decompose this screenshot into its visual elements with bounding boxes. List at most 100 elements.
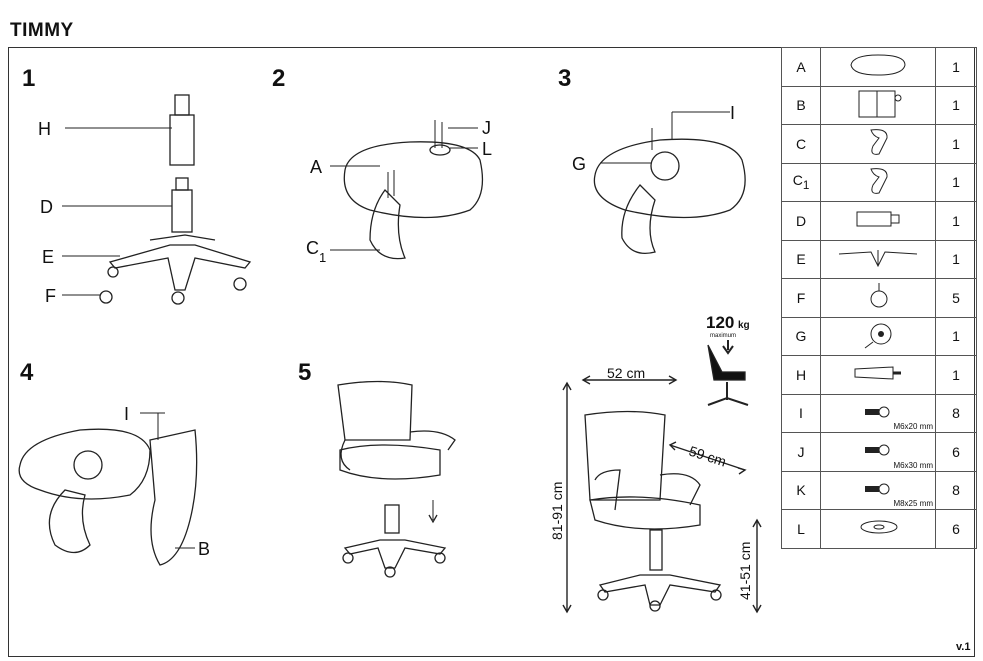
svg-text:120: 120 [706, 313, 734, 332]
part-letter-text: H [795, 366, 807, 383]
part-letter-text: L [797, 520, 805, 537]
part-letter: I [781, 393, 821, 433]
part-image [820, 201, 936, 241]
part-letter: G [781, 316, 821, 356]
label-j: J [482, 118, 491, 138]
part-image [820, 316, 936, 356]
part-image [820, 278, 936, 318]
part-letter-text: C [795, 135, 807, 152]
base-icon [833, 249, 923, 275]
part-letter-text: F [796, 289, 806, 306]
backrest-icon [843, 90, 913, 123]
dimensions-diagram: 52 cm 59 cm 81-91 cm 41-51 cm 120 kg max… [549, 313, 762, 614]
part-image [820, 124, 936, 164]
part-image [820, 239, 936, 279]
part-letter-sub: 1 [802, 179, 810, 193]
label-b: B [198, 539, 210, 559]
part-letter: L [781, 509, 821, 549]
part-letter-text: I [799, 405, 803, 422]
part-quantity: 1 [935, 124, 977, 164]
washer-icon [843, 520, 913, 540]
seat-illustration [343, 141, 484, 219]
step-5: 5 [298, 359, 456, 578]
seat-icon [843, 54, 913, 82]
seat-height-dimension: 41-51 cm [737, 542, 753, 600]
step-2: 2 J L A C1 [272, 65, 492, 265]
step-1: 1 H D E F [22, 65, 252, 306]
part-quantity: 1 [935, 162, 977, 202]
part-image: M6x30 mm [820, 432, 936, 472]
bolt-icon [843, 483, 913, 502]
step-number: 1 [22, 65, 35, 92]
part-letter: H [781, 355, 821, 395]
backrest-illustration [149, 429, 198, 566]
label-h: H [38, 119, 51, 139]
cover-icon [843, 366, 913, 386]
part-size: M6x30 mm [893, 460, 933, 470]
part-letter: B [781, 85, 821, 125]
label-d: D [40, 197, 53, 217]
gas-lift-cover-illustration [169, 94, 195, 233]
max-load-badge: 120 kg maximum [706, 313, 750, 406]
product-title: TIMMY [10, 20, 74, 41]
step-number: 5 [298, 359, 311, 386]
part-letter: C [781, 124, 821, 164]
part-letter: D [781, 201, 821, 241]
part-image: M8x25 mm [820, 470, 936, 510]
part-letter-text: A [796, 58, 806, 75]
part-letter: E [781, 239, 821, 279]
armrest-icon [843, 129, 913, 161]
label-l: L [482, 139, 492, 159]
part-letter-text: K [796, 482, 806, 499]
part-quantity: 5 [935, 278, 977, 318]
svg-text:kg: kg [738, 320, 750, 331]
part-quantity: 1 [935, 85, 977, 125]
part-image [820, 162, 936, 202]
part-quantity: 1 [935, 355, 977, 395]
part-quantity: 1 [935, 47, 977, 87]
part-quantity: 8 [935, 470, 977, 510]
label-c1: C1 [306, 238, 326, 265]
armrest-icon [843, 167, 913, 200]
part-letter: F [781, 278, 821, 318]
part-letter-text: B [796, 97, 806, 114]
part-size: M6x20 mm [893, 422, 933, 431]
part-size: M8x25 mm [893, 499, 933, 508]
part-letter: A [781, 47, 821, 87]
label-a: A [310, 157, 322, 177]
part-image [820, 47, 936, 87]
step-number: 3 [558, 65, 571, 92]
label-f: F [45, 286, 56, 306]
bolt-icon [843, 406, 913, 425]
part-quantity: 1 [935, 239, 977, 279]
part-letter-text: D [795, 212, 807, 229]
part-quantity: 1 [935, 316, 977, 356]
step-number: 4 [20, 359, 34, 386]
step-4: 4 I B [18, 359, 210, 566]
part-letter-text: J [797, 443, 805, 460]
mechanism-plate [650, 151, 680, 181]
label-e: E [42, 247, 54, 267]
base-illustration [99, 234, 252, 305]
label-g: G [572, 154, 586, 174]
part-image [820, 509, 936, 549]
step-number: 2 [272, 65, 285, 92]
part-letter: K [781, 470, 821, 510]
width-dimension: 52 cm [607, 365, 645, 381]
svg-text:maximum: maximum [710, 333, 736, 339]
part-image [820, 355, 936, 395]
height-dimension: 81-91 cm [549, 482, 565, 540]
seat-illustration [593, 138, 746, 219]
